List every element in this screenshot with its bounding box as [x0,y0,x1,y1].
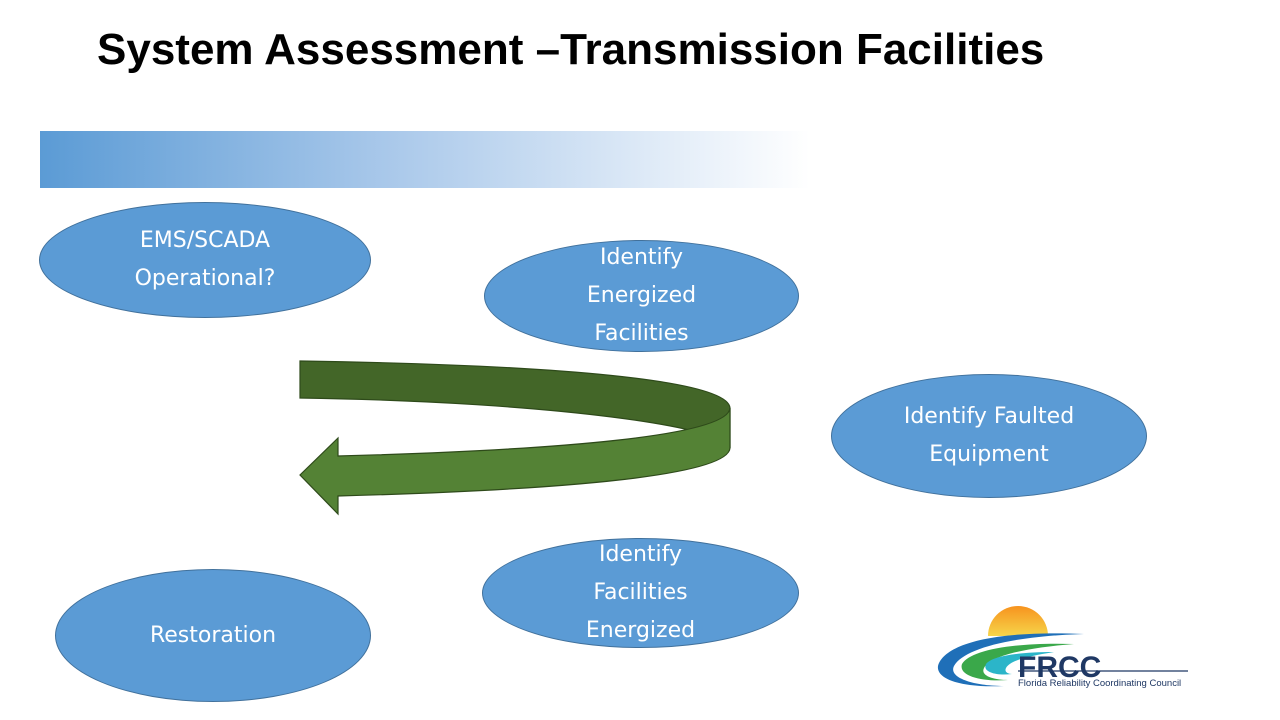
logo-swoosh-teal [985,652,1054,675]
frcc-logo: FRCC Florida Reliability Coordinating Co… [937,606,1188,689]
curved-return-arrow [299,360,731,516]
logo-swoosh-green [961,643,1074,681]
node-ems-scada-operational: EMS/SCADA Operational? [39,202,371,318]
node-line: Restoration [149,622,277,648]
arrow-front-band [299,407,731,516]
node-line: EMS/SCADA [139,228,271,253]
node-line: Facilities [593,580,688,605]
title-accent-bar [40,131,810,188]
node-line: Identify [598,542,683,567]
node-line: Equipment [929,442,1049,467]
node-restoration: Restoration [55,569,371,702]
node-line: Operational? [134,266,276,291]
node-identify-faulted-equipment: Identify Faulted Equipment [831,374,1147,498]
node-line: Energized [585,618,696,643]
logo-abbreviation: FRCC [1018,651,1101,684]
node-identify-energized-facilities: Identify Energized Facilities [484,240,799,352]
slide-title: System Assessment –Transmission Faciliti… [97,25,1045,74]
node-line: Identify Faulted [903,404,1075,429]
node-line: Energized [586,283,697,308]
node-line: Identify [599,245,684,270]
logo-organization-name: Florida Reliability Coordinating Council [1018,678,1181,689]
logo-swoosh-blue [937,633,1084,687]
node-line: Facilities [594,321,689,346]
logo-sun [988,606,1048,636]
node-identify-facilities-energized: Identify Facilities Energized [482,538,799,648]
